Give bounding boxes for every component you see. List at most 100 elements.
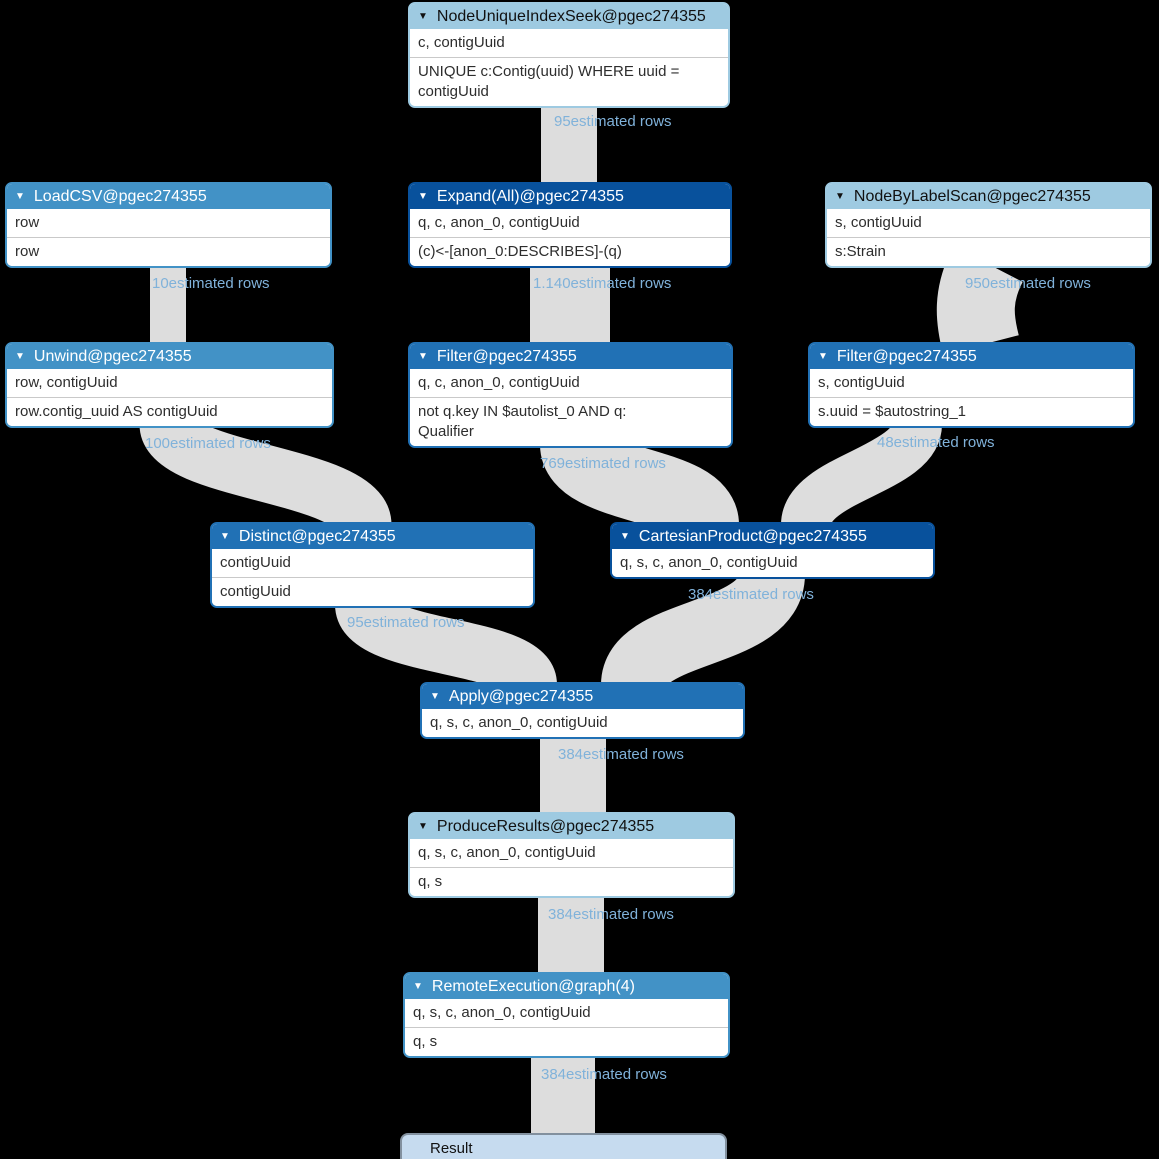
operator-detail-row: q, s, c, anon_0, contigUuid	[405, 999, 728, 1027]
operator-title: ProduceResults@pgec274355	[436, 817, 655, 835]
operator-node-apply: ▼ Apply@pgec274355 q, s, c, anon_0, contig…	[420, 682, 745, 739]
operator-detail-line: row, contigUuid	[15, 374, 118, 391]
operator-detail-line: q, s, c, anon_0, contigUuid	[430, 714, 608, 731]
estimated-rows-label: 950estimated rows	[965, 275, 1091, 292]
operator-title: Apply@pgec274355	[448, 687, 594, 705]
result-label: Result	[430, 1140, 473, 1157]
flow-edge	[139, 414, 392, 534]
operator-detail-line: s, contigUuid	[835, 214, 922, 231]
operator-header[interactable]: ▼ Apply@pgec274355	[422, 684, 743, 709]
operator-title: CartesianProduct@pgec274355	[638, 527, 867, 545]
estimated-rows-label: 10estimated rows	[152, 275, 270, 292]
operator-header[interactable]: ▼Expand(All)@pgec274355	[410, 184, 730, 209]
collapse-triangle-icon[interactable]: ▼	[15, 190, 25, 202]
estimated-rows-label: 1.140estimated rows	[533, 275, 672, 292]
collapse-triangle-icon[interactable]: ▼	[15, 350, 25, 362]
flow-edge	[936, 246, 1024, 355]
operator-detail-row: c, contigUuid	[410, 29, 728, 57]
operator-detail-row: row, contigUuid	[7, 369, 332, 397]
operator-header[interactable]: ▼ RemoteExecution@graph(4)	[405, 974, 728, 999]
flow-edge	[601, 569, 805, 690]
operator-detail-line: contigUuid	[220, 554, 291, 571]
operator-detail-line: s.uuid = $autostring_1	[818, 403, 967, 420]
estimated-rows-label: 384estimated rows	[548, 906, 674, 923]
operator-detail-line: s, contigUuid	[818, 374, 905, 391]
operator-detail-row: q, c, anon_0, contigUuid	[410, 369, 731, 397]
result-node: Result	[400, 1133, 727, 1159]
operator-detail-row: not q.key IN $autolist_0 AND q:Qualifier	[410, 397, 731, 446]
operator-node-unwind: ▼ Unwind@pgec274355 row, contigUuid row.con…	[5, 342, 334, 428]
operator-detail-line: (c)<-[anon_0:DESCRIBES]-(q)	[418, 243, 622, 260]
operator-detail-row: (c)<-[anon_0:DESCRIBES]-(q)	[410, 237, 730, 266]
operator-detail-row: s:Strain	[827, 237, 1150, 266]
operator-header[interactable]: ▼ ProduceResults@pgec274355	[410, 814, 733, 839]
flow-edge	[781, 420, 942, 529]
flow-edge	[335, 595, 557, 696]
operator-header[interactable]: ▼ LoadCSV@pgec274355	[7, 184, 330, 209]
operator-detail-line: s:Strain	[835, 243, 886, 260]
operator-title: Unwind@pgec274355	[33, 347, 192, 365]
operator-detail-row: q, s, c, anon_0, contigUuid	[410, 839, 733, 867]
operator-node-expand-all: ▼Expand(All)@pgec274355 q, c, anon_0, con…	[408, 182, 732, 268]
collapse-triangle-icon[interactable]: ▼	[818, 350, 828, 362]
operator-detail-line: row.contig_uuid AS contigUuid	[15, 403, 218, 420]
operator-detail-line: q, s, c, anon_0, contigUuid	[620, 554, 798, 571]
collapse-triangle-icon[interactable]: ▼	[418, 820, 428, 832]
operator-detail-line: contigUuid	[220, 583, 291, 600]
operator-node-filter-qualifier: ▼ Filter@pgec274355 q, c, anon_0, contigUu…	[408, 342, 733, 448]
flow-edge	[540, 431, 739, 539]
operator-detail-row: UNIQUE c:Contig(uuid) WHERE uuid = contig…	[410, 57, 728, 106]
operator-detail-row: row	[7, 237, 330, 266]
operator-title: Filter@pgec274355	[436, 347, 577, 365]
operator-header[interactable]: ▼ Distinct@pgec274355	[212, 524, 533, 549]
collapse-triangle-icon[interactable]: ▼	[418, 10, 428, 22]
operator-detail-row: q, s, c, anon_0, contigUuid	[422, 709, 743, 737]
operator-detail-row: s, contigUuid	[810, 369, 1133, 397]
estimated-rows-label: 384estimated rows	[558, 746, 684, 763]
operator-node-remote-execution: ▼ RemoteExecution@graph(4) q, s, c, anon_0…	[403, 972, 730, 1058]
operator-detail-row: q, s, c, anon_0, contigUuid	[612, 549, 933, 577]
operator-title: NodeByLabelScan@pgec274355	[853, 187, 1091, 205]
operator-header[interactable]: ▼NodeUniqueIndexSeek@pgec274355	[410, 4, 728, 29]
operator-detail-line: q, s, c, anon_0, contigUuid	[418, 844, 596, 861]
collapse-triangle-icon[interactable]: ▼	[220, 530, 230, 542]
operator-detail-row: q, s	[405, 1027, 728, 1056]
operator-detail-row: q, c, anon_0, contigUuid	[410, 209, 730, 237]
collapse-triangle-icon[interactable]: ▼	[430, 690, 440, 702]
operator-detail-row: contigUuid	[212, 549, 533, 577]
operator-node-node-by-label-scan: ▼ NodeByLabelScan@pgec274355 s, contigUuid…	[825, 182, 1152, 268]
operator-detail-row: contigUuid	[212, 577, 533, 606]
operator-node-cartesian-product: ▼ CartesianProduct@pgec274355 q, s, c, ano…	[610, 522, 935, 579]
collapse-triangle-icon[interactable]: ▼	[413, 980, 423, 992]
operator-detail-line: q, c, anon_0, contigUuid	[418, 374, 580, 391]
collapse-triangle-icon[interactable]: ▼	[418, 350, 428, 362]
operator-header[interactable]: ▼Filter@pgec274355	[810, 344, 1133, 369]
estimated-rows-label: 384estimated rows	[541, 1066, 667, 1083]
operator-detail-line: UNIQUE c:Contig(uuid) WHERE uuid =	[418, 63, 680, 80]
operator-title: Distinct@pgec274355	[238, 527, 396, 545]
operator-detail-row: row.contig_uuid AS contigUuid	[7, 397, 332, 426]
operator-detail-line: Qualifier	[418, 423, 474, 440]
operator-title: LoadCSV@pgec274355	[33, 187, 207, 205]
operator-title: RemoteExecution@graph(4)	[431, 977, 635, 995]
operator-header[interactable]: ▼ Filter@pgec274355	[410, 344, 731, 369]
operator-detail-line: q, c, anon_0, contigUuid	[418, 214, 580, 231]
estimated-rows-label: 95estimated rows	[554, 113, 672, 130]
operator-detail-line: q, s	[413, 1033, 438, 1050]
operator-detail-line: row	[15, 243, 40, 260]
collapse-triangle-icon[interactable]: ▼	[835, 190, 845, 202]
operator-detail-row: q, s	[410, 867, 733, 896]
collapse-triangle-icon[interactable]: ▼	[620, 530, 630, 542]
collapse-triangle-icon[interactable]: ▼	[418, 190, 428, 202]
operator-header[interactable]: ▼ Unwind@pgec274355	[7, 344, 332, 369]
operator-header[interactable]: ▼ CartesianProduct@pgec274355	[612, 524, 933, 549]
estimated-rows-label: 100estimated rows	[145, 435, 271, 452]
operator-detail-line: contigUuid	[418, 83, 489, 100]
estimated-rows-label: 384estimated rows	[688, 586, 814, 603]
operator-header[interactable]: ▼ NodeByLabelScan@pgec274355	[827, 184, 1150, 209]
estimated-rows-label: 769estimated rows	[540, 455, 666, 472]
